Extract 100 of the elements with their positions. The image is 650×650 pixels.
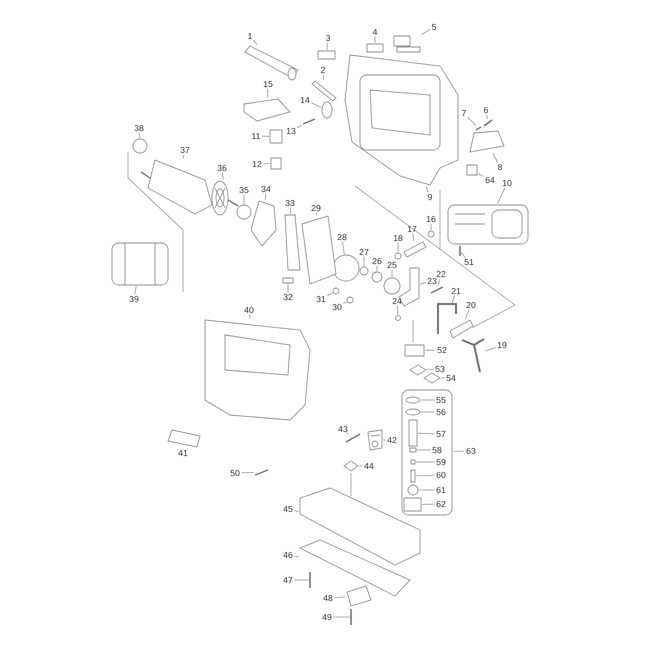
callout-number: 25 — [388, 262, 396, 268]
part-drawing — [300, 488, 420, 566]
part-drawing — [254, 469, 268, 476]
leader-line — [397, 305, 398, 315]
part-drawing — [244, 98, 291, 122]
part-drawing — [112, 242, 168, 286]
leader-line — [267, 88, 268, 98]
callout-number: 11 — [252, 133, 260, 139]
leader-line — [427, 369, 434, 370]
part-drawing — [476, 126, 482, 131]
callout-number: 15 — [264, 80, 272, 88]
callout-number: 30 — [332, 304, 342, 310]
callout-number: 5 — [432, 24, 436, 30]
callout-number: 48 — [323, 594, 332, 602]
part-drawing — [284, 214, 300, 270]
callout-number: 2 — [321, 66, 325, 74]
callout-number: 34 — [262, 186, 271, 192]
part-drawing — [406, 396, 420, 404]
callout-number: 59 — [436, 458, 446, 466]
callout-number: 43 — [338, 426, 348, 432]
leader-line — [492, 153, 498, 163]
leader-line — [139, 132, 140, 138]
callout-number: 50 — [230, 470, 240, 476]
callout-number: 44 — [364, 463, 374, 469]
callout-number: 8 — [498, 164, 502, 170]
leader-line — [182, 154, 184, 159]
callout-number: 4 — [372, 29, 378, 35]
leader-line — [134, 286, 136, 295]
part-drawing — [437, 303, 457, 334]
leader-line — [316, 212, 317, 215]
part-drawing — [428, 230, 434, 238]
part-drawing — [270, 130, 282, 144]
part-drawing — [132, 138, 148, 154]
part-drawing — [204, 320, 310, 420]
callout-number: 46 — [283, 552, 292, 558]
part-drawing — [270, 158, 282, 170]
leader-line — [461, 252, 466, 258]
callout-number: 41 — [178, 450, 188, 456]
callout-number: 21 — [452, 288, 460, 294]
part-drawing — [394, 252, 402, 260]
leader-line — [263, 163, 270, 164]
callout-number: 63 — [466, 448, 476, 454]
callout-number: 26 — [372, 258, 382, 264]
callout-number: 9 — [428, 194, 432, 200]
callout-number: 28 — [338, 234, 346, 240]
part-drawing — [368, 430, 382, 450]
leader-line — [253, 40, 258, 45]
callout-number: 42 — [387, 437, 396, 444]
leader-line — [420, 282, 426, 284]
part-drawing — [384, 278, 400, 294]
callout-number: 1 — [248, 33, 252, 39]
part-drawing — [450, 320, 474, 338]
leader-line — [376, 265, 378, 272]
leader-line — [421, 29, 430, 36]
part-drawing — [322, 102, 332, 118]
part-drawing — [332, 288, 340, 294]
part-drawing — [395, 315, 401, 321]
part-drawing — [408, 484, 418, 496]
callout-number: 16 — [426, 216, 436, 222]
leader-line — [465, 309, 470, 319]
leader-line — [430, 223, 432, 230]
part-drawing — [302, 118, 316, 125]
callout-number: 53 — [436, 366, 444, 372]
part-drawing — [244, 46, 299, 80]
callout-number: 32 — [284, 294, 292, 300]
callout-number: 35 — [240, 186, 248, 194]
leader-line — [452, 450, 465, 452]
callout-number: 51 — [464, 258, 474, 266]
callout-number: 47 — [283, 577, 292, 583]
callout-number: 45 — [283, 506, 292, 512]
callout-number: 24 — [392, 298, 402, 304]
part-drawing — [236, 204, 252, 220]
callout-number: 3 — [326, 34, 330, 42]
part-drawing — [466, 164, 478, 176]
callout-number: 56 — [436, 408, 446, 416]
leader-line — [249, 314, 250, 319]
callout-number: 27 — [360, 248, 368, 256]
leader-line — [290, 207, 291, 214]
leader-line — [262, 136, 270, 137]
leader-line — [311, 102, 322, 108]
leader-line — [418, 432, 435, 434]
leader-line — [334, 596, 346, 598]
part-drawing — [140, 160, 212, 214]
callout-number: 60 — [436, 472, 446, 478]
callout-number: 7 — [462, 110, 466, 116]
callout-number: 17 — [408, 226, 416, 232]
callout-number: 64 — [486, 176, 495, 184]
callout-number: 54 — [446, 374, 456, 382]
leader-line — [342, 241, 344, 254]
part-drawing — [360, 266, 368, 276]
callout-number: 22 — [436, 270, 446, 278]
callout-number: 61 — [436, 486, 446, 494]
leader-line — [416, 474, 435, 476]
callout-number: 40 — [244, 306, 254, 314]
callout-number: 29 — [312, 204, 320, 212]
part-drawing — [212, 180, 238, 216]
callout-number: 20 — [466, 302, 476, 308]
callout-number: 49 — [322, 614, 332, 620]
leader-line — [294, 556, 299, 558]
leader-line — [438, 278, 440, 286]
